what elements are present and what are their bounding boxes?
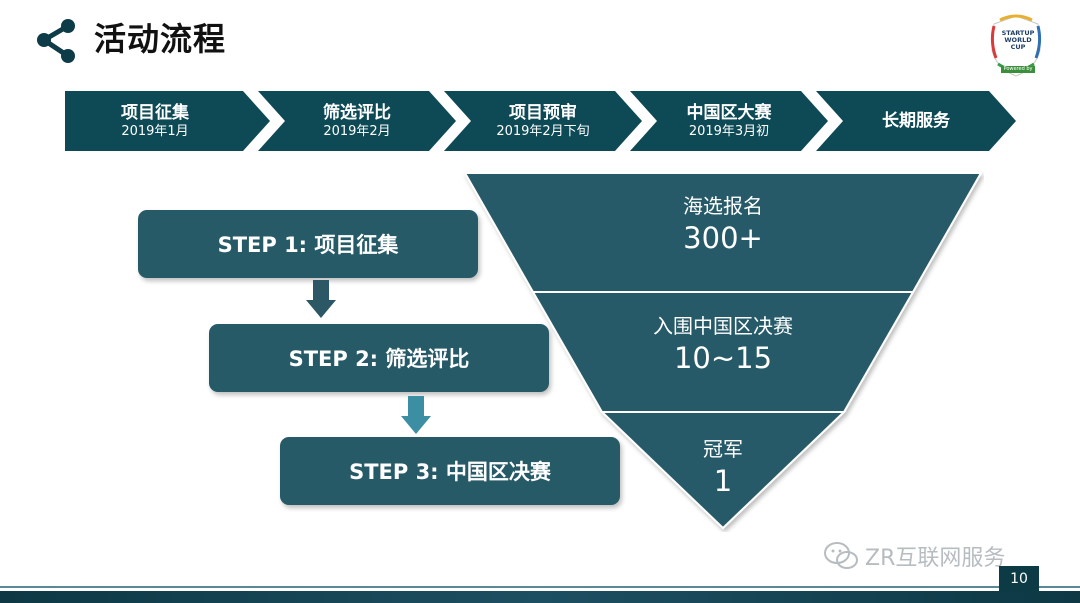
timeline-item-1: 项目征集 2019年1月	[65, 91, 270, 151]
page-number: 10	[999, 566, 1039, 592]
logo-wordmark: STARTUP WORLD CUP	[1001, 29, 1035, 51]
funnel-label: 冠军	[703, 437, 743, 461]
timeline-label: 项目征集	[121, 102, 189, 123]
timeline-date: 2019年2月下旬	[496, 123, 590, 139]
footer-bar	[0, 591, 1080, 603]
timeline-label: 长期服务	[882, 111, 950, 131]
logo-band: Powered by	[1001, 66, 1035, 73]
timeline-date: 2019年3月初	[688, 123, 770, 139]
funnel-value: 300+	[683, 221, 763, 255]
timeline-date: 2019年2月	[323, 123, 391, 139]
funnel-chart	[463, 172, 983, 530]
chevron-shape	[258, 91, 456, 151]
network-nodes-icon	[37, 19, 75, 63]
timeline-item-2: 筛选评比 2019年2月	[258, 91, 456, 151]
chevron-shape	[816, 91, 1016, 151]
timeline-date: 2019年1月	[121, 123, 189, 139]
timeline-label: 中国区大赛	[686, 102, 772, 123]
funnel-level-3	[599, 411, 847, 530]
funnel-label: 海选报名	[683, 194, 763, 218]
wechat-icon	[824, 542, 858, 569]
funnel-level-1-text: 海选报名 300+	[623, 193, 823, 257]
chevron-shape	[444, 91, 642, 151]
footer-divider	[0, 586, 1080, 588]
timeline-item-3: 项目预审 2019年2月下旬	[444, 91, 642, 151]
chevron-shape	[630, 91, 828, 151]
watermark-text: ZR互联网服务	[865, 546, 1006, 571]
chevron-shape	[65, 91, 270, 151]
funnel-value: 10~15	[673, 341, 773, 375]
timeline-label: 筛选评比	[323, 102, 391, 123]
step-2-box: STEP 2: 筛选评比	[209, 324, 549, 392]
timeline: 项目征集 2019年1月 筛选评比 2019年2月 项目预审 2019年2月下旬…	[0, 0, 1080, 160]
step-3-box: STEP 3: 中国区决赛	[280, 437, 620, 505]
timeline-item-4: 中国区大赛 2019年3月初	[630, 91, 828, 151]
arrow-down-icon	[306, 280, 336, 318]
page-title: 活动流程	[94, 20, 227, 58]
funnel-level-3-text: 冠军 1	[623, 436, 823, 500]
timeline-item-5: 长期服务	[816, 91, 1016, 151]
funnel-value: 1	[713, 464, 733, 498]
timeline-label: 项目预审	[509, 102, 577, 123]
arrow-down-icon	[401, 396, 431, 434]
startup-world-cup-logo	[990, 14, 1042, 77]
funnel-label: 入围中国区决赛	[653, 314, 793, 338]
funnel-level-2-text: 入围中国区决赛 10~15	[623, 313, 823, 377]
step-1-box: STEP 1: 项目征集	[138, 210, 478, 278]
watermark: ZR互联网服务	[823, 539, 1063, 573]
